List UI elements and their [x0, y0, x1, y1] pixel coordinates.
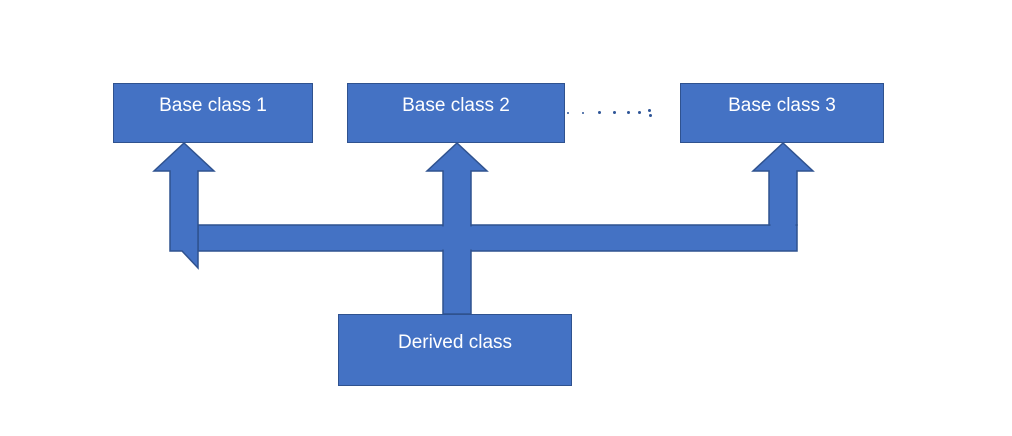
- base-class-3-label: Base class 3: [728, 95, 836, 116]
- base-class-2-box: Base class 2: [347, 83, 565, 143]
- base-class-1-label: Base class 1: [159, 95, 267, 116]
- ellipsis-dot: [567, 112, 569, 114]
- derived-class-box: Derived class: [338, 314, 572, 386]
- ellipsis-dot: [613, 111, 616, 114]
- ellipsis-dot: [638, 111, 641, 114]
- ellipsis-dot: [648, 109, 651, 112]
- base-class-2-label: Base class 2: [402, 95, 510, 116]
- ellipsis-dot: [627, 111, 630, 114]
- base-class-3-box: Base class 3: [680, 83, 884, 143]
- ellipsis-dot: [598, 111, 601, 114]
- derived-class-label: Derived class: [397, 332, 513, 353]
- arrow-to-base-class-1: [152, 141, 216, 270]
- connector-joint-right: [770, 224, 796, 227]
- ellipsis-dot: [649, 114, 652, 117]
- connector-joint-center: [444, 224, 470, 252]
- ellipsis-dot: [582, 112, 584, 114]
- connector-joint: [199, 226, 796, 250]
- arrow-to-base-class-3: [751, 141, 815, 226]
- base-class-1-box: Base class 1: [113, 83, 313, 143]
